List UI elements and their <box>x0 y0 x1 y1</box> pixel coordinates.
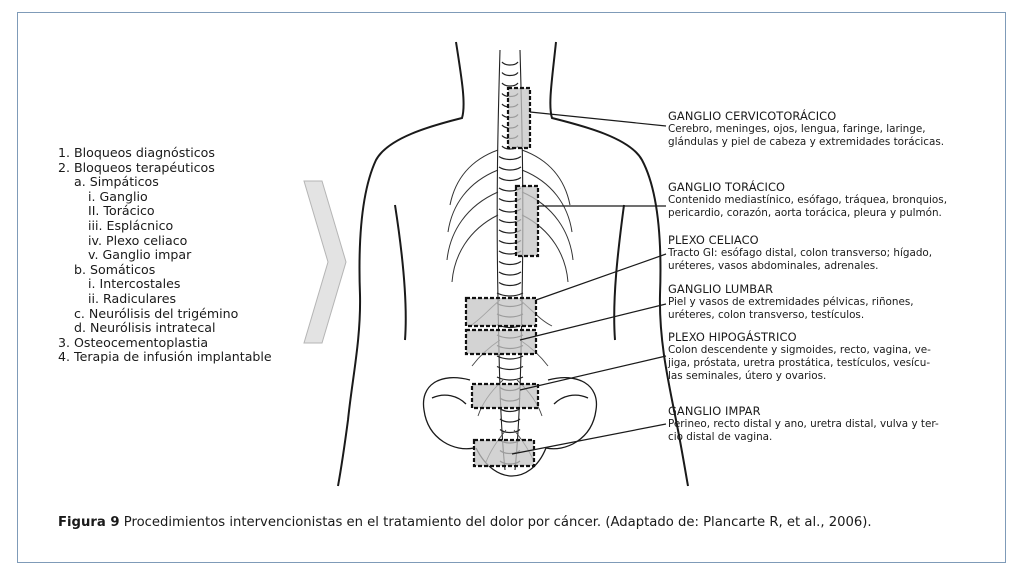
procedure-item: 2. Bloqueos terapéuticos <box>58 159 215 175</box>
vertebra <box>499 418 521 423</box>
leader-lines <box>511 111 667 455</box>
vertebra <box>499 429 521 434</box>
vertebra <box>498 176 522 182</box>
label-ganglio-cervicotoracico: GANGLIO CERVICOTORÁCICO Cerebro, meninge… <box>668 110 944 149</box>
label-title: GANGLIO IMPAR <box>668 404 761 418</box>
vertebra <box>499 408 521 413</box>
body-outline <box>337 41 689 487</box>
label-title: GANGLIO LUMBAR <box>668 282 774 296</box>
label-desc-line: glándulas y piel de cabeza y extremidade… <box>668 136 945 148</box>
vertebra <box>501 72 519 77</box>
label-desc-line: jiga, próstata, uretra prostática, testí… <box>668 357 931 369</box>
label-desc-line: Contenido mediastínico, esófago, tráquea… <box>668 194 948 206</box>
label-desc-line: cio distal de vagina. <box>668 431 773 443</box>
figure-caption: Figura 9 Procedimientos intervencionista… <box>58 515 872 530</box>
vertebra <box>498 271 522 276</box>
vertebra <box>501 61 519 66</box>
label-plexo-hipogastrico: PLEXO HIPOGÁSTRICO Colon descendente y s… <box>668 331 931 383</box>
vertebra <box>496 292 524 297</box>
procedure-item: II. Torácico <box>88 203 155 219</box>
procedure-item: ii. Radiculares <box>88 290 177 306</box>
vertebra <box>501 82 519 87</box>
procedure-item: iv. Plexo celiaco <box>88 232 188 248</box>
procedure-item: v. Ganglio impar <box>88 247 192 263</box>
box-celiaco <box>464 296 538 328</box>
procedure-item: d. Neurólisis intratecal <box>74 320 216 336</box>
label-plexo-celiaco: PLEXO CELIACO Tracto GI: esófago distal,… <box>668 234 932 273</box>
procedure-item: 3. Osteocementoplastia <box>58 334 209 350</box>
label-desc-line: uréteres, vasos abdominales, adrenales. <box>668 260 879 272</box>
vertebra <box>498 155 522 161</box>
ganglion-boxes <box>464 86 540 468</box>
vertebra <box>498 281 522 287</box>
box-cervicotoracico <box>506 86 532 150</box>
vertebra <box>496 365 524 371</box>
box-toracico <box>514 184 540 258</box>
label-desc-line: Perineo, recto distal y ano, uretra dist… <box>668 418 939 430</box>
procedure-item: 1. Bloqueos diagnósticos <box>58 145 215 160</box>
chevron-arrow-icon <box>303 180 347 344</box>
label-desc-line: Tracto GI: esófago distal, colon transve… <box>668 247 933 259</box>
label-title: PLEXO HIPOGÁSTRICO <box>668 330 797 344</box>
procedure-item: i. Intercostales <box>88 276 181 292</box>
procedure-item: b. Somáticos <box>74 261 156 277</box>
label-title: PLEXO CELIACO <box>668 233 759 247</box>
label-ganglio-lumbar: GANGLIO LUMBAR Piel y vasos de extremida… <box>668 283 914 322</box>
vertebra <box>498 260 522 266</box>
vertebra <box>496 376 524 381</box>
caption-text: Procedimientos intervencionistas en el t… <box>119 515 872 530</box>
procedure-item: iii. Esplácnico <box>88 217 174 233</box>
label-desc-line: Colon descendente y sigmoides, recto, va… <box>668 344 931 356</box>
label-desc-line: uréteres, colon transverso, testículos. <box>668 309 865 321</box>
label-desc-line: pericardio, corazón, aorta torácica, ple… <box>668 207 942 219</box>
box-lumbar <box>464 328 538 356</box>
label-desc-line: Cerebro, meninges, ojos, lengua, faringe… <box>668 123 926 135</box>
procedure-item: i. Ganglio <box>88 188 148 204</box>
vertebra <box>498 166 522 171</box>
label-ganglio-impar: GANGLIO IMPAR Perineo, recto distal y an… <box>668 405 939 444</box>
procedure-item: c. Neurólisis del trigémino <box>74 305 239 321</box>
box-impar <box>472 438 536 468</box>
procedure-item: 4. Terapia de infusión implantable <box>58 349 272 365</box>
label-desc-line: Piel y vasos de extremidades pélvicas, r… <box>668 296 914 308</box>
label-ganglio-toracico: GANGLIO TORÁCICO Contenido mediastínico,… <box>668 181 947 220</box>
caption-prefix: Figura 9 <box>58 515 120 530</box>
label-title: GANGLIO TORÁCICO <box>668 180 786 194</box>
procedure-item: a. Simpáticos <box>74 174 159 190</box>
vertebra <box>496 355 524 360</box>
label-desc-line: las seminales, útero y ovarios. <box>668 370 827 382</box>
label-title: GANGLIO CERVICOTORÁCICO <box>668 109 837 123</box>
